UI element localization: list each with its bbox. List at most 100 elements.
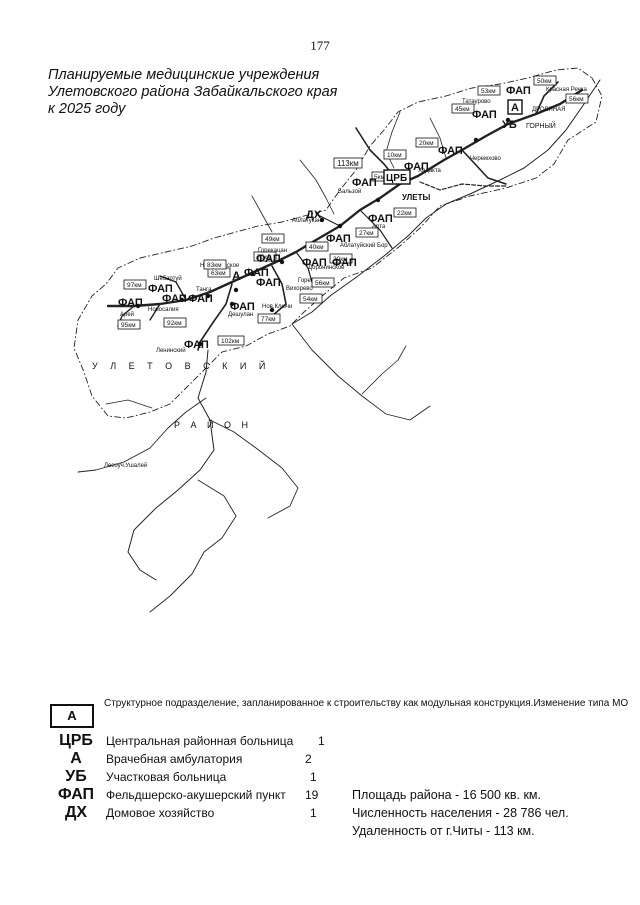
svg-text:53км: 53км — [481, 88, 496, 95]
svg-text:40км: 40км — [309, 244, 324, 251]
district-stats: Площадь района - 16 500 кв. км. Численно… — [352, 786, 569, 840]
svg-text:49км: 49км — [265, 236, 280, 243]
legend-desc: Домовое хозяйство — [106, 806, 215, 820]
svg-text:54км: 54км — [303, 296, 318, 303]
place-gorekatsan: Горекацан — [258, 248, 287, 254]
distance-box: 45км — [451, 103, 475, 114]
legend-count: 19 — [305, 788, 319, 802]
svg-text:97км: 97км — [127, 282, 142, 289]
facility-mark: ФАП — [256, 253, 281, 265]
river-branch-5 — [105, 345, 407, 409]
distance-box: 40км — [305, 241, 329, 252]
place-krasnaya-rechka: Красная Речка — [546, 87, 587, 93]
distance-box: 102км — [217, 335, 245, 346]
svg-text:10км: 10км — [387, 152, 402, 159]
road-north — [355, 81, 559, 185]
river-north-1 — [385, 111, 447, 169]
legend-desc: Врачебная амбулатория — [106, 752, 243, 766]
distance-box: 83км — [203, 259, 227, 270]
distance-box: 54км — [299, 293, 323, 304]
svg-text:5км: 5км — [374, 174, 385, 181]
facility-mark: А — [232, 269, 241, 283]
facility-mark: ФАП — [506, 85, 531, 97]
svg-text:113км: 113км — [337, 159, 359, 168]
distance-boxes: 50км 53км 45км 56км 20км 113км 10км 5км … — [117, 75, 589, 346]
place-labels: Красная Речка Татаурово ГОРНЫЙ ДРОВЯНАЯ … — [104, 87, 587, 469]
facility-mark: ФАП — [162, 293, 187, 305]
svg-text:20км: 20км — [419, 140, 434, 147]
map-title: Планируемые медицинские учреждения Улето… — [48, 67, 337, 118]
place-goreka: Горека — [298, 278, 318, 284]
place-vikhorevo: Вихорево — [286, 286, 313, 292]
district-lettering: У Л Е Т О В С К И Й Р А Й О Н — [92, 360, 270, 430]
distance-box: 97км — [123, 279, 147, 290]
main-road — [106, 88, 584, 308]
legend-count: 1 — [310, 770, 317, 784]
district-word-1: У Л Е Т О В С К И Й — [92, 360, 270, 371]
facility-mark: ФАП — [352, 177, 377, 189]
river-north-2 — [251, 159, 335, 233]
place-drovyanaya: ДРОВЯНАЯ — [532, 107, 565, 113]
facility-mark: ФАП — [256, 277, 281, 289]
river-south — [127, 349, 215, 581]
legend-count: 1 — [310, 806, 317, 820]
svg-text:ЦРБ: ЦРБ — [386, 173, 407, 184]
legend-abbr: ФАП — [57, 786, 95, 803]
distance-box: 27км — [355, 227, 379, 238]
svg-text:63км: 63км — [211, 270, 226, 277]
distance-box: 113км — [333, 157, 363, 169]
distance-box: 95км — [117, 319, 141, 330]
distance-box: 56км — [311, 277, 335, 288]
distance-box: 53км — [477, 85, 501, 96]
distance-box: 49км — [261, 233, 285, 244]
legend-modular-note: Структурное подразделение, запланированн… — [104, 698, 629, 709]
legend-count: 1 — [318, 734, 325, 748]
place-balzoy: Бальзой — [338, 188, 361, 195]
river-main — [291, 79, 601, 325]
svg-text:95км: 95км — [121, 322, 136, 329]
facility-mark: ФАП — [368, 213, 393, 225]
legend-abbr: А — [70, 750, 82, 767]
facility-mark: УБ — [502, 119, 517, 131]
place-leninsky: Ленинский — [156, 347, 186, 354]
place-nov-klyuchi: Нов.Ключи — [262, 304, 292, 310]
place-deshulan: Дешулан — [228, 312, 253, 318]
legend-desc: Фельдшерско-акушерский пункт — [106, 788, 286, 802]
place-khadakta: Хадакта — [418, 168, 442, 174]
svg-text:50км: 50км — [537, 78, 552, 85]
district-boundary — [73, 67, 603, 419]
facility-mark: ФАП — [118, 297, 143, 309]
legend-desc: Центральная районная больница — [106, 734, 294, 748]
facility-mark: ФАП — [326, 233, 351, 245]
svg-text:70км: 70км — [257, 254, 272, 261]
facility-box: ЦРБ — [383, 169, 411, 185]
svg-text:77км: 77км — [261, 316, 276, 323]
place-ablatukan: Аблатукан — [292, 218, 321, 224]
river-branch-2 — [209, 419, 299, 519]
legend-count: 2 — [305, 752, 312, 766]
facility-mark: ФАП — [332, 257, 357, 269]
district-map: У Л Е Т О В С К И Й Р А Й О Н Красная Ре… — [73, 67, 603, 613]
facility-mark: ФАП — [302, 257, 327, 269]
facility-mark: ФАП — [472, 109, 497, 121]
facility-marks: ФАП ФАП А УБ ФАП ФАП ЦРБ ФАП ДХ ФАП ФАП … — [118, 85, 531, 351]
stats-population: Численность населения - 28 786 чел. — [352, 806, 569, 820]
svg-text:30км: 30км — [333, 256, 348, 263]
legend-abbr: ЦРБ — [59, 732, 93, 749]
road-ablatukan — [295, 209, 393, 283]
facility-mark: ФАП — [184, 339, 209, 351]
stats-distance: Удаленность от г.Читы - 113 км. — [352, 824, 535, 838]
legend-abbr: ДХ — [64, 804, 88, 821]
svg-text:45км: 45км — [455, 106, 470, 113]
river-branch-4 — [149, 479, 237, 613]
place-gorny: ГОРНЫЙ — [526, 121, 556, 130]
map-title-line2: Улетовского района Забайкальского края — [48, 84, 338, 100]
place-ulety: УЛЕТЫ — [402, 193, 431, 202]
svg-text:27км: 27км — [359, 230, 374, 237]
legend-desc: Участковая больница — [106, 770, 227, 784]
distance-box: 92км — [163, 317, 187, 328]
place-cheremkhovo: Черемхово — [470, 156, 502, 162]
place-arta: Арта — [372, 224, 386, 230]
distance-box: 20км — [415, 137, 439, 148]
svg-text:56км: 56км — [315, 280, 330, 287]
